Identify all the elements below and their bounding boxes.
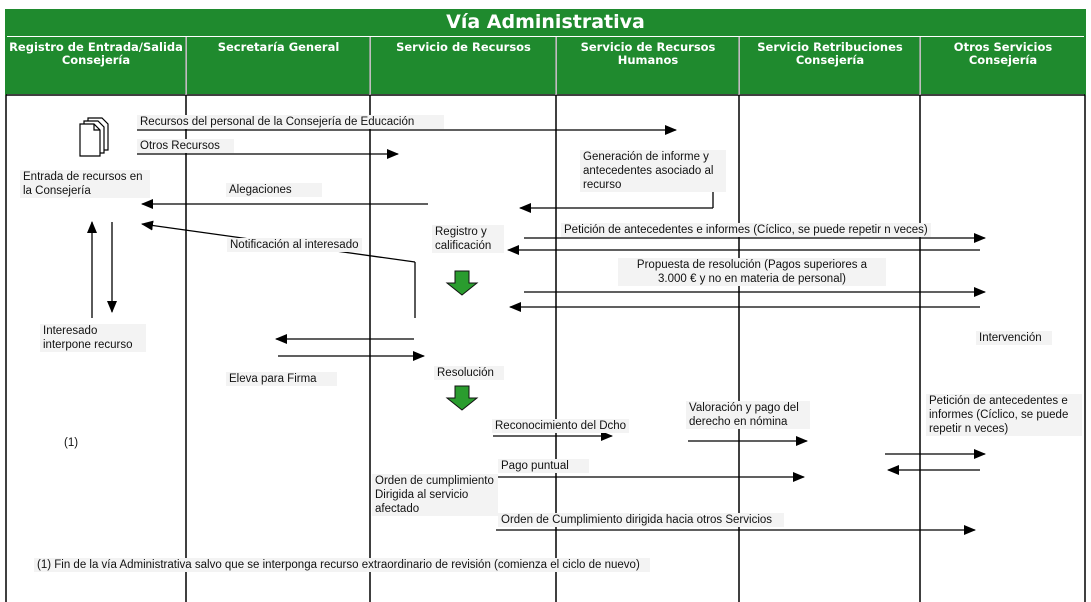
- label-valoracion: Valoración y pago del derecho en nómina: [686, 401, 810, 429]
- label-nota-ref: (1): [64, 437, 79, 449]
- label-pago: Pago puntual: [498, 459, 589, 473]
- diagram-title: Vía Administrativa: [6, 9, 1085, 36]
- label-eleva: Eleva para Firma: [226, 372, 337, 386]
- label-registro: Registro y calificación: [432, 225, 504, 253]
- label-intervencion: Intervención: [976, 331, 1052, 345]
- column-header-registro: Registro de Entrada/Salida Consejería: [6, 37, 186, 94]
- label-recursos-personal: Recursos del personal de la Consejería d…: [137, 115, 445, 129]
- label-propuesta: Propuesta de resolución (Pagos superiore…: [618, 258, 886, 286]
- label-peticion: Petición de antecedentes e informes (Cíc…: [561, 223, 931, 237]
- label-interesado: Interesado interpone recurso: [40, 324, 146, 352]
- label-resolucion: Resolución: [434, 366, 504, 380]
- label-generacion: Generación de informe y antecedentes aso…: [580, 150, 726, 192]
- column-header-secretaria: Secretaría General: [187, 37, 370, 94]
- label-orden-otros: Orden de Cumplimiento dirigida hacia otr…: [498, 513, 785, 527]
- label-alegaciones: Alegaciones: [226, 183, 322, 197]
- label-orden: Orden de cumplimiento Dirigida al servic…: [372, 474, 498, 516]
- swimlane-separators: [5, 37, 1086, 602]
- column-header-otros: Otros Servicios Consejería: [921, 37, 1085, 94]
- label-entrada: Entrada de recursos en la Consejería: [20, 170, 150, 198]
- label-otros-recursos: Otros Recursos: [137, 139, 234, 153]
- documents-icon: [79, 117, 109, 157]
- column-header-rrhh: Servicio de Recursos Humanos: [557, 37, 739, 94]
- down-arrow-icon: [445, 270, 479, 411]
- column-header-retribuciones: Servicio Retribuciones Consejería: [740, 37, 920, 94]
- label-notificacion: Notificación al interesado: [227, 238, 362, 252]
- column-header-recursos: Servicio de Recursos: [371, 37, 556, 94]
- label-peticion2: Petición de antecedentes e informes (Cíc…: [926, 394, 1082, 436]
- label-reconocimiento: Reconocimiento del Dcho: [492, 419, 630, 433]
- footnote: (1) Fin de la vía Administrativa salvo q…: [34, 558, 650, 572]
